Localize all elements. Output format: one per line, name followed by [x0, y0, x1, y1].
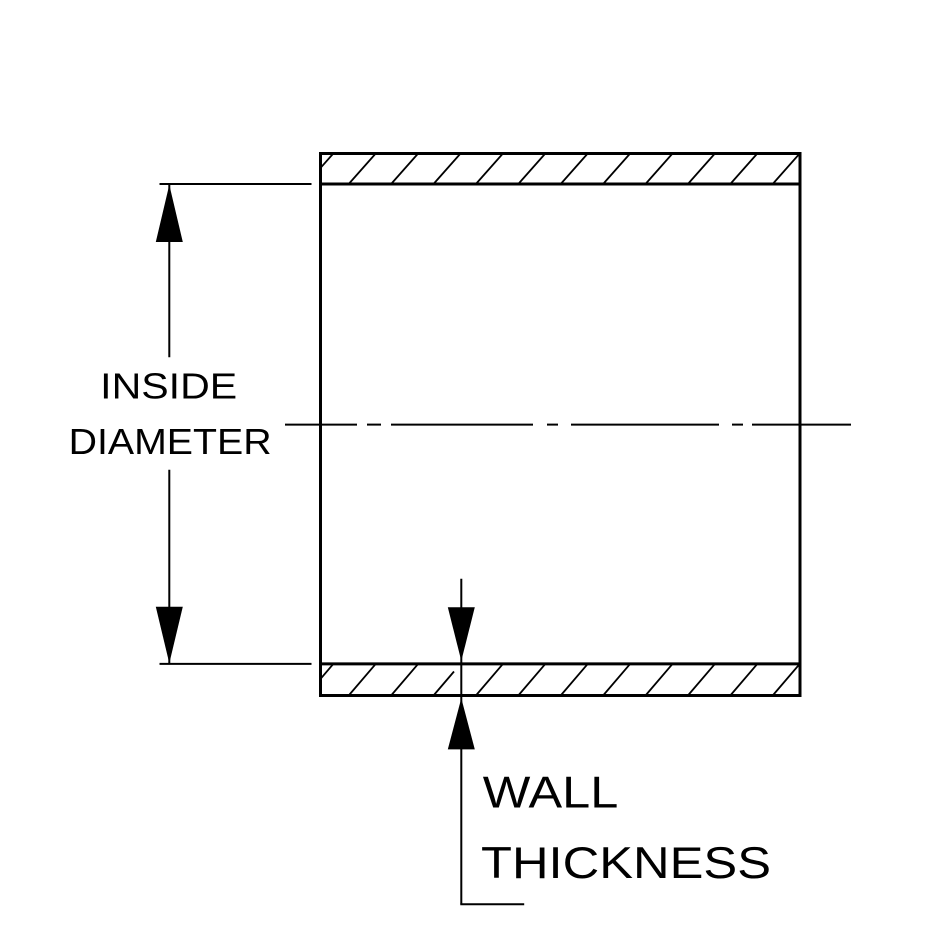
- svg-text:INSIDE: INSIDE: [100, 365, 237, 406]
- svg-text:WALL: WALL: [483, 769, 619, 818]
- svg-text:DIAMETER: DIAMETER: [69, 421, 272, 462]
- svg-text:THICKNESS: THICKNESS: [481, 839, 771, 888]
